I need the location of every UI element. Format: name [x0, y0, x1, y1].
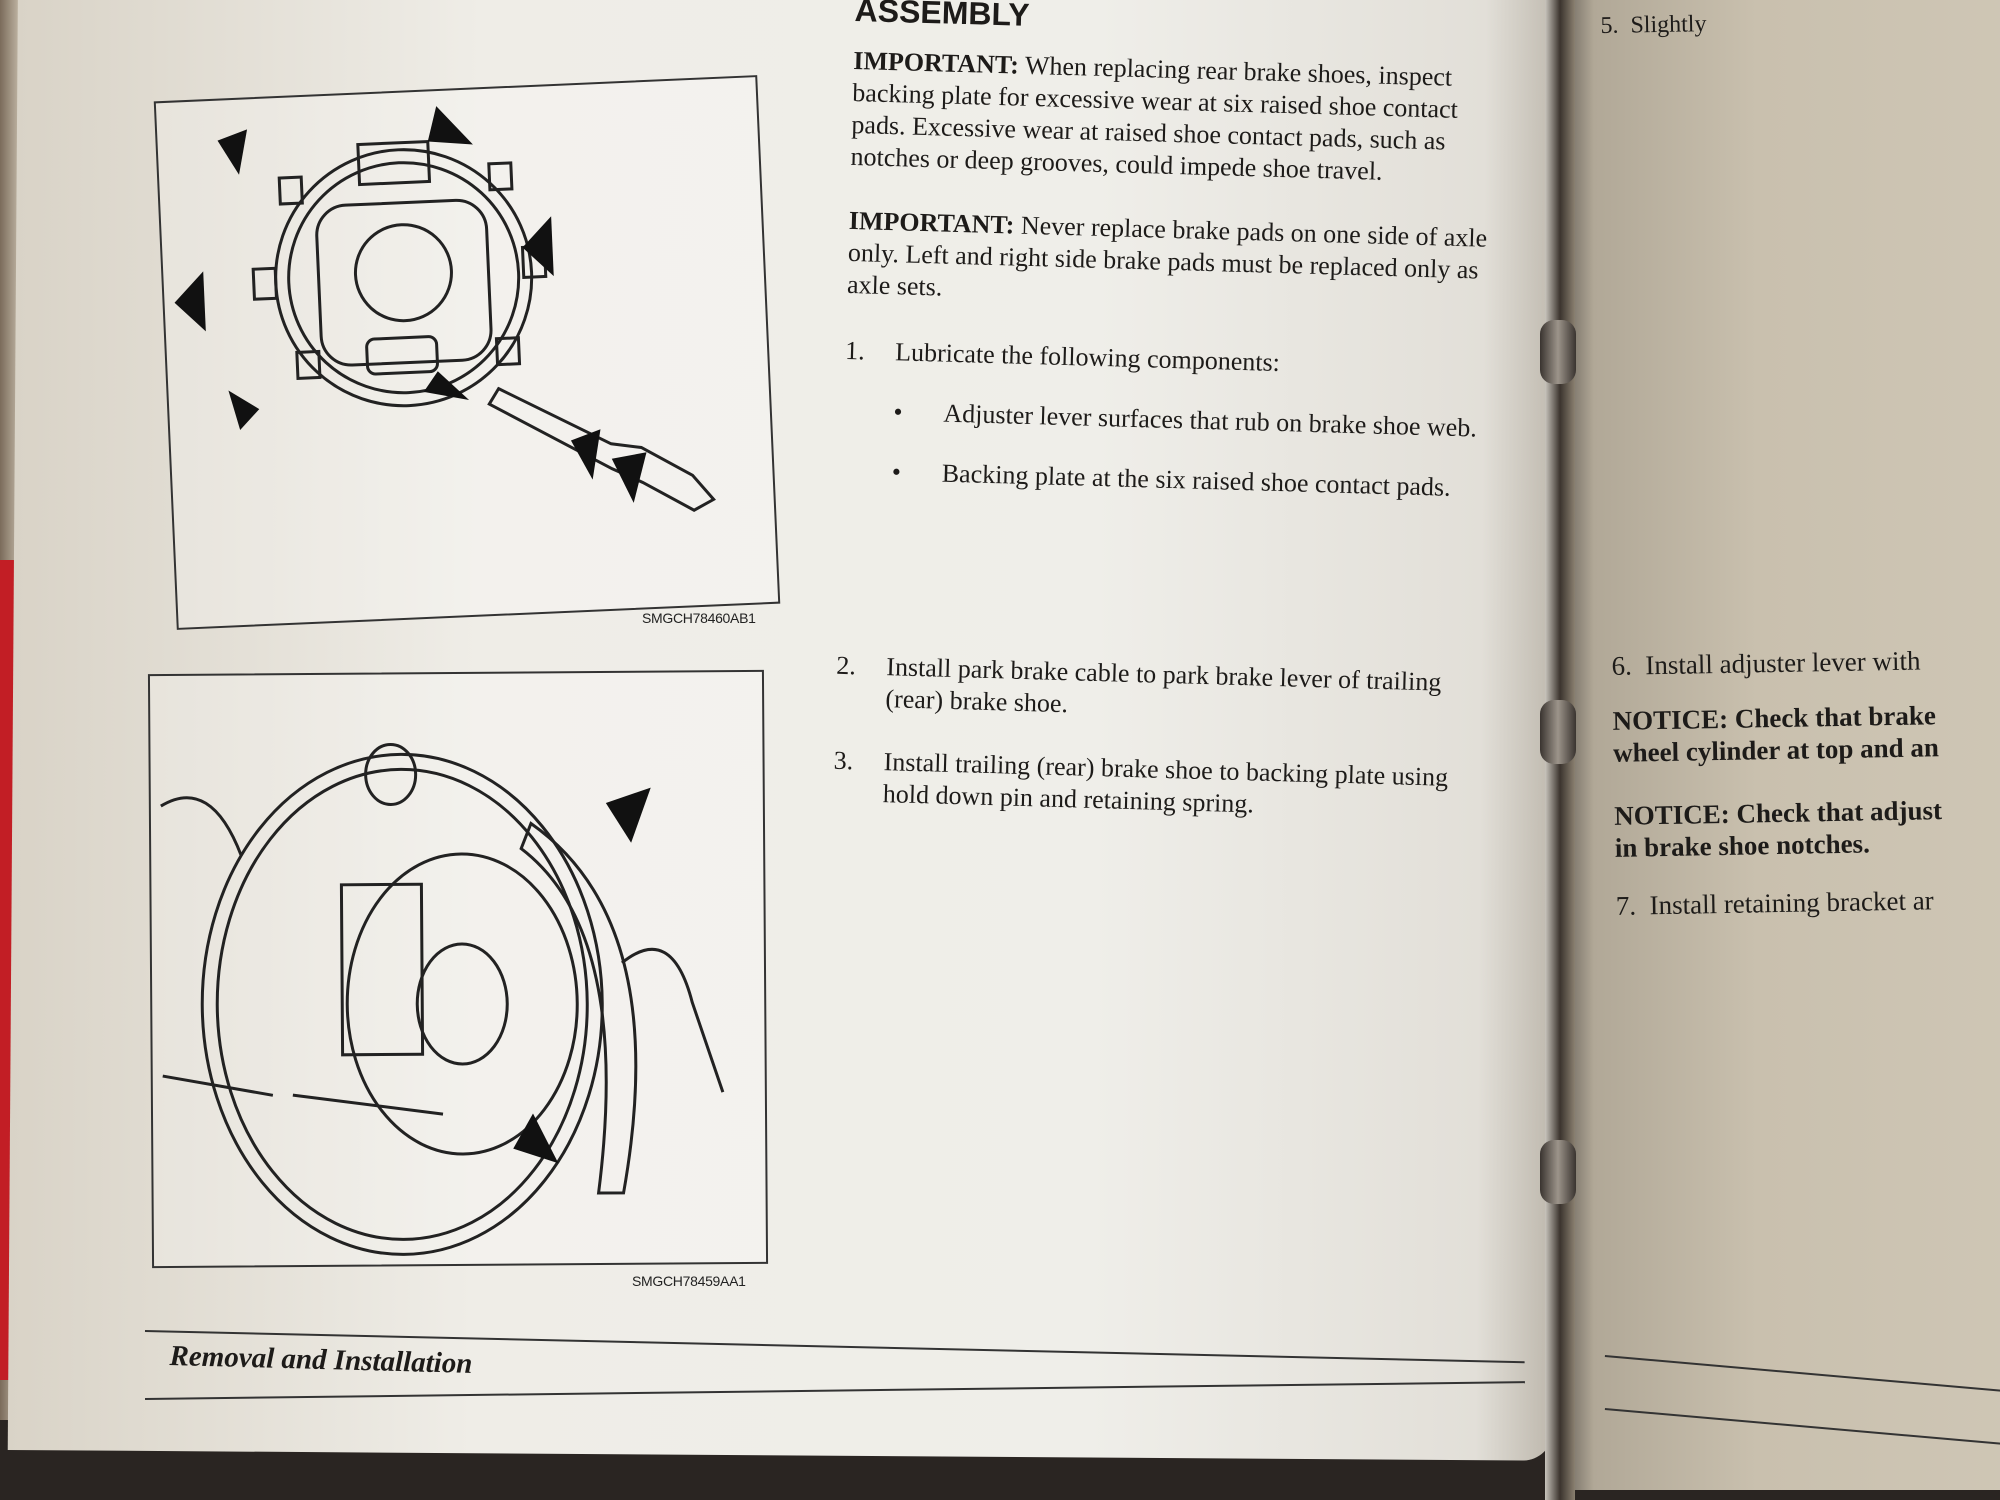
- figure-caption: SMGCH78460AB1: [642, 610, 756, 626]
- section-title: ASSEMBLY: [854, 0, 1031, 33]
- notice-text: NOTICE: Check that adjust: [1613, 795, 1943, 831]
- step-number: 7.: [1615, 890, 1637, 921]
- step-text: Install adjuster lever with: [1645, 645, 1921, 681]
- binder-ring: [1540, 700, 1576, 764]
- step-number: 6.: [1611, 650, 1633, 681]
- figure-backing-plate: [153, 75, 781, 630]
- binder-ring: [1540, 320, 1576, 384]
- step-number: 1.: [844, 335, 866, 366]
- step-number: 3.: [833, 745, 854, 776]
- step-6: 6. Install adjuster lever with: [1611, 645, 1920, 682]
- binder-ring: [1540, 1140, 1576, 1204]
- important-label: IMPORTANT:: [848, 205, 1015, 240]
- important-label: IMPORTANT:: [852, 45, 1020, 80]
- arrow-icons: [513, 787, 651, 1164]
- important-note: IMPORTANT: When replacing rear brake sho…: [850, 45, 1503, 191]
- notice-text: in brake shoe notches.: [1614, 828, 1871, 863]
- notice-text: wheel cylinder at top and an: [1612, 732, 1940, 768]
- figure-brake-shoe-install: [147, 669, 769, 1269]
- important-note: IMPORTANT: Never replace brake pads on o…: [847, 205, 1499, 319]
- brake-shoe-illustration: [160, 742, 725, 1256]
- step-5: 5. Slightly: [1600, 8, 1707, 42]
- step-number: 5.: [1600, 12, 1619, 39]
- arrow-icons: [174, 106, 647, 503]
- step-number: 2.: [836, 650, 857, 681]
- step-text: Slightly: [1630, 11, 1707, 39]
- step-text: Install retaining bracket ar: [1649, 885, 1934, 921]
- right-page: [1565, 0, 2000, 1490]
- step-7: 7. Install retaining bracket ar: [1616, 884, 1934, 922]
- figure-caption: SMGCH78459AA1: [632, 1273, 746, 1289]
- backing-plate-illustration: [174, 106, 716, 512]
